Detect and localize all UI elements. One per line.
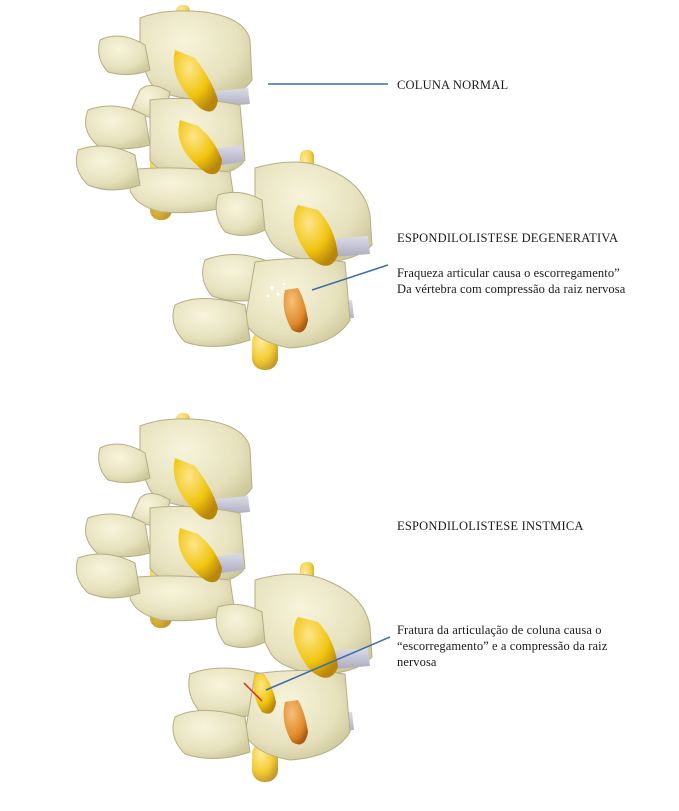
normal-spine-lower	[75, 413, 253, 628]
isthmic-desc-line-2: “escorregamento” e a compressão da raiz	[397, 639, 608, 653]
leader-line-degenerative	[311, 264, 389, 291]
isthmic-spine	[172, 562, 373, 782]
degenerative-desc-line-2: Da vértebra com compressão da raiz nervo…	[397, 282, 626, 296]
isthmic-desc-line-1: Fratura da articulação de coluna causa o	[397, 623, 602, 637]
label-isthmic-desc: Fratura da articulação de coluna causa o…	[397, 622, 607, 670]
degenerative-desc-line-1: Fraqueza articular causa o escorregament…	[397, 266, 620, 280]
fracture-mark	[243, 682, 263, 702]
leader-line-isthmic	[265, 636, 391, 691]
label-degenerative-desc: Fraqueza articular causa o escorregament…	[397, 265, 625, 297]
label-normal: COLUNA NORMAL	[397, 78, 509, 92]
label-isthmic-title: ESPONDILOLISTESE INSTMICA	[397, 519, 584, 533]
degenerative-spine	[172, 150, 373, 370]
normal-spine	[75, 5, 253, 220]
label-degenerative-title: ESPONDILOLISTESE DEGENERATIVA	[397, 231, 619, 245]
isthmic-desc-line-3: nervosa	[397, 655, 437, 669]
